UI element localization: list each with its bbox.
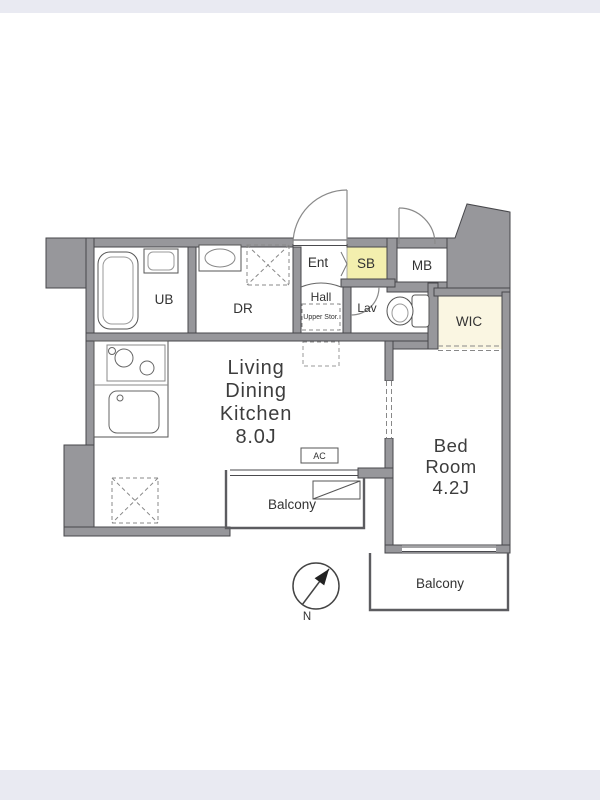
entrance-door-arc bbox=[292, 189, 348, 245]
stove-burner bbox=[139, 360, 155, 376]
wall-pillar-bottom-left bbox=[63, 444, 95, 536]
wall-ldk-bottom-right bbox=[357, 467, 394, 479]
toilet-tank bbox=[411, 294, 430, 328]
labels: UB DR Ent SB MB Hall Upper Stor. Lav WIC… bbox=[155, 255, 483, 623]
wall-wic-top bbox=[433, 287, 511, 297]
toilet-bowl bbox=[386, 296, 414, 326]
toilet-bowl-inner bbox=[391, 303, 409, 323]
stove-burner bbox=[114, 348, 134, 368]
label-balcony-bedroom: Balcony bbox=[416, 576, 464, 591]
lav-door-arc bbox=[350, 286, 380, 316]
refrigerator-space bbox=[111, 477, 159, 524]
wall-top-entrance-right bbox=[346, 237, 390, 248]
label-mb: MB bbox=[412, 258, 432, 273]
sub-door-arc bbox=[398, 207, 436, 245]
washing-machine-space bbox=[246, 244, 290, 286]
label-bedroom-size: 4.2J bbox=[433, 477, 470, 498]
bathtub-inner bbox=[102, 256, 134, 325]
label-hall: Hall bbox=[311, 290, 332, 304]
bottom-band bbox=[0, 770, 600, 800]
wall-bottom-left-arm bbox=[63, 526, 231, 537]
kitchen-sink bbox=[108, 390, 160, 434]
wall-right bbox=[501, 291, 511, 554]
shoebox-door-mark bbox=[340, 251, 348, 277]
label-bedroom-line1: Bed bbox=[434, 435, 468, 456]
label-balcony-ldk: Balcony bbox=[268, 497, 316, 512]
shoebox-area bbox=[346, 246, 388, 280]
wall-ub-dr bbox=[187, 246, 197, 334]
ub-sink-inner bbox=[147, 251, 175, 271]
bedroom-window-opening bbox=[402, 545, 496, 553]
label-dr: DR bbox=[233, 301, 253, 316]
windows bbox=[230, 239, 496, 553]
stove-burner bbox=[108, 347, 116, 355]
wic-area bbox=[438, 296, 502, 349]
label-ent: Ent bbox=[308, 255, 329, 270]
wall-mb-top bbox=[396, 237, 454, 249]
hall-step-dashed-box bbox=[302, 341, 340, 367]
top-band bbox=[0, 0, 600, 13]
label-ldk-line3: Kitchen bbox=[220, 403, 292, 425]
wall-top-left bbox=[85, 237, 294, 248]
entrance-step-line bbox=[300, 282, 342, 288]
label-ldk-line1: Living bbox=[227, 357, 284, 379]
balconies bbox=[224, 470, 510, 612]
label-upper-storage: Upper Stor. bbox=[303, 314, 338, 321]
compass bbox=[292, 562, 340, 610]
stove-top bbox=[106, 344, 166, 382]
wall-ldk-bedroom-lower bbox=[384, 437, 394, 554]
walls bbox=[45, 203, 511, 554]
label-ldk-line2: Dining bbox=[225, 380, 287, 402]
wall-pillar-top-left bbox=[45, 237, 87, 289]
wall-ent-lav bbox=[340, 278, 396, 288]
wic-sliding-door bbox=[438, 345, 502, 351]
washbasin-bowl bbox=[204, 248, 236, 268]
label-north: N bbox=[303, 611, 311, 623]
label-ub: UB bbox=[155, 292, 174, 307]
fixtures bbox=[93, 244, 502, 524]
door-arcs bbox=[292, 189, 436, 316]
balcony-bedroom-outline bbox=[368, 553, 510, 612]
label-bedroom-line2: Room bbox=[425, 456, 476, 477]
wall-left bbox=[85, 237, 95, 449]
ac-outdoor-unit-line bbox=[312, 480, 361, 500]
label-ac: AC bbox=[313, 451, 326, 461]
label-lav: Lav bbox=[357, 301, 376, 315]
label-ldk-size: 8.0J bbox=[235, 426, 276, 448]
label-wic: WIC bbox=[456, 314, 482, 329]
wall-wet-area-bottom bbox=[85, 332, 439, 342]
sliding-door-ldk-bedroom bbox=[384, 381, 394, 438]
upper-storage-dashed-box bbox=[301, 303, 341, 331]
balcony-ldk-outline bbox=[224, 470, 366, 530]
ac-indoor-unit bbox=[300, 447, 339, 464]
wall-ldk-bedroom-upper bbox=[384, 340, 394, 382]
wall-dr-hall bbox=[292, 246, 302, 334]
label-sb: SB bbox=[357, 256, 375, 271]
faucet bbox=[116, 394, 124, 402]
wall-top-right-diagonal bbox=[446, 203, 511, 297]
compass-circle bbox=[292, 562, 340, 610]
compass-north-arrow bbox=[314, 569, 329, 586]
